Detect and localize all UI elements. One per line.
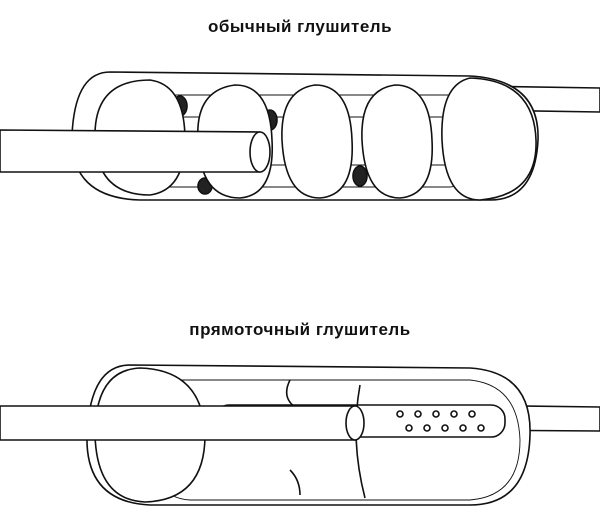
straight-through-muffler-title: прямоточный глушитель — [189, 320, 411, 339]
end-cap — [441, 77, 537, 201]
inlet-pipe — [0, 129, 267, 173]
conventional-muffler-title: обычный глушитель — [207, 17, 393, 36]
baffle — [361, 84, 434, 199]
straight-through-muffler-drawing — [0, 364, 600, 506]
inlet-pipe — [0, 405, 361, 441]
conventional-muffler-drawing — [0, 71, 600, 201]
baffle — [281, 84, 354, 199]
